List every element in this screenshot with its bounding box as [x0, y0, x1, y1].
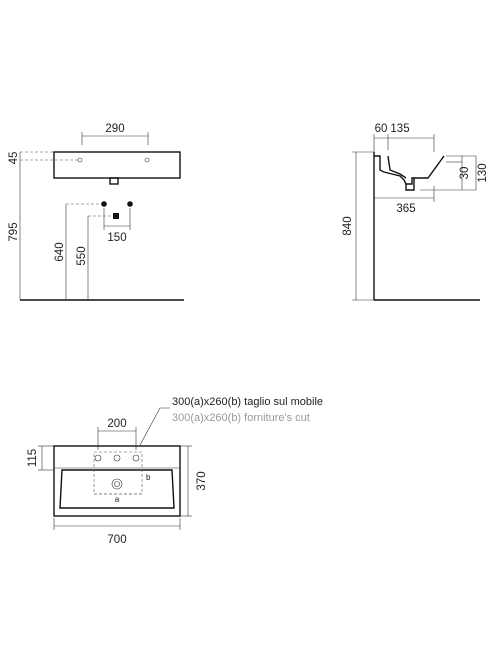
- front-dim-795: 795: [8, 222, 20, 241]
- plan-label-b: b: [146, 473, 151, 482]
- plan-dim-115: 115: [27, 449, 39, 467]
- plan-bowl-outline: [59, 469, 175, 509]
- side-dim-840: 840: [342, 216, 354, 235]
- side-view: 840 60 135 30 130 365: [342, 123, 489, 301]
- plan-dim-200: 200: [107, 418, 126, 430]
- plan-tap-hole-right: [132, 454, 140, 462]
- front-basin-body: [53, 151, 181, 179]
- plan-leader-line: [139, 407, 170, 446]
- plan-view: 300(a)x260(b) taglio sul mobile 300(a)x2…: [27, 396, 323, 546]
- side-dim-135: 135: [390, 123, 409, 135]
- front-waste-outlet: [113, 213, 119, 219]
- plan-dim-700: 700: [107, 534, 126, 546]
- front-valve-left: [101, 201, 107, 207]
- front-valve-right: [127, 201, 133, 207]
- side-dim-365: 365: [396, 203, 415, 215]
- plan-cut-note-en: 300(a)x260(b) forniture's cut: [172, 412, 310, 424]
- plan-basin-outline: [53, 445, 181, 517]
- plan-drain: [111, 478, 123, 490]
- front-view: 290 45 795 640 550 150: [8, 123, 184, 301]
- plan-dim-370: 370: [196, 471, 208, 490]
- plan-cut-note: 300(a)x260(b) taglio sul mobile: [172, 396, 323, 408]
- side-dim-30: 30: [459, 167, 471, 180]
- plan-label-a: a: [115, 495, 120, 504]
- front-waste-stub: [109, 177, 119, 185]
- plan-tap-hole-center: [113, 454, 121, 462]
- front-tap-hole-left: [77, 157, 83, 163]
- front-dim-150: 150: [107, 232, 126, 244]
- front-dim-45: 45: [8, 152, 20, 165]
- front-tap-hole-right: [144, 157, 150, 163]
- plan-tap-hole-left: [94, 454, 102, 462]
- side-basin-profile: [374, 155, 445, 185]
- front-dim-640: 640: [54, 242, 66, 261]
- side-dim-130: 130: [477, 163, 489, 182]
- front-dim-550: 550: [76, 246, 88, 265]
- front-dim-290: 290: [105, 123, 124, 135]
- side-dim-60: 60: [375, 123, 388, 135]
